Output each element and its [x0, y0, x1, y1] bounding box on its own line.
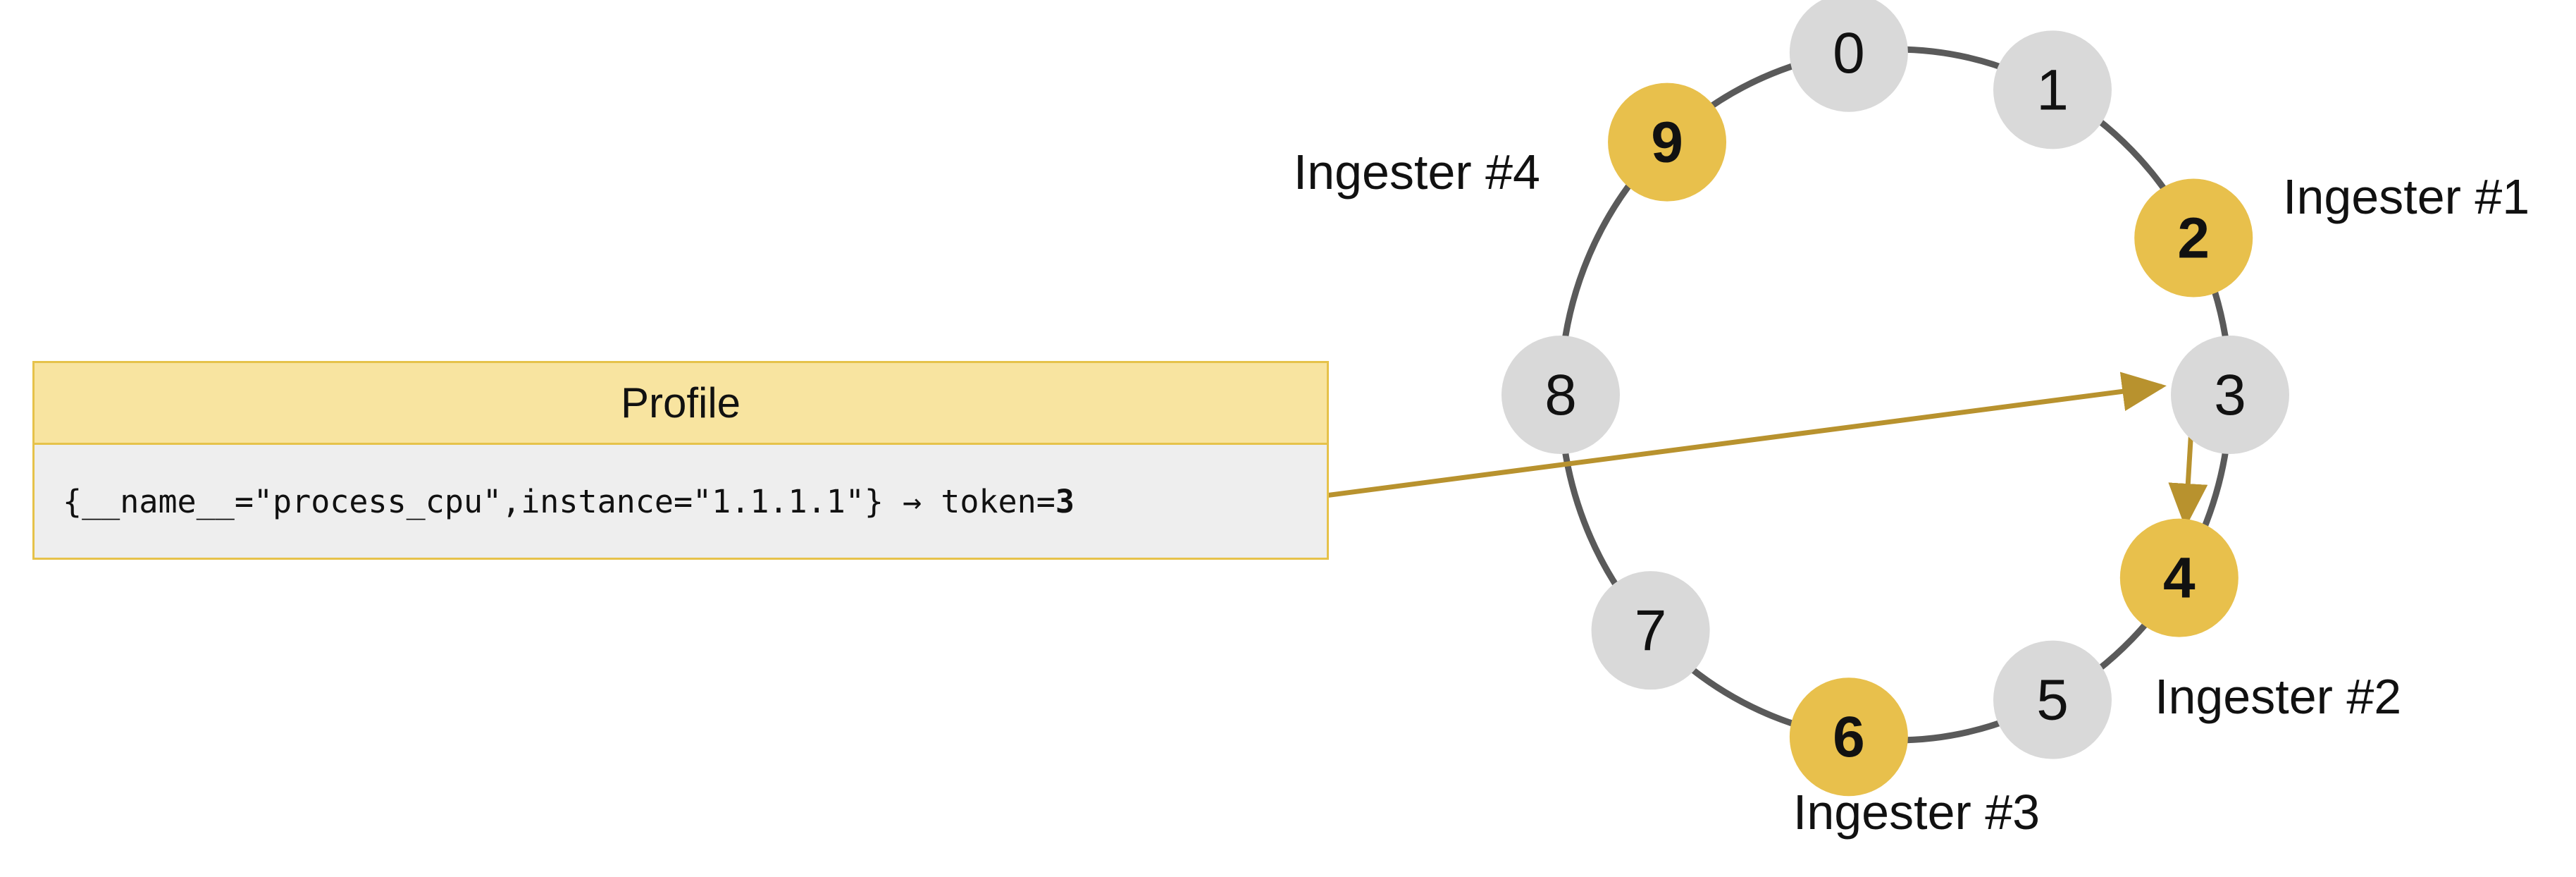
token-label: 5 — [2036, 668, 2069, 732]
token-node-3: 3 — [2171, 336, 2289, 454]
token-circle — [2119, 518, 2238, 637]
profile-token-value: 3 — [1055, 482, 1075, 520]
token-node-8: 8 — [1501, 336, 1620, 454]
token-label: 1 — [2036, 58, 2069, 122]
token-node-7: 7 — [1591, 571, 1710, 690]
ingester-label-2: Ingester #2 — [2155, 669, 2401, 724]
token-label: 8 — [1544, 363, 1577, 427]
token-circle — [1608, 82, 1727, 202]
token-circle — [1591, 571, 1710, 690]
token-node-2: 2 — [2134, 178, 2253, 298]
token-node-0: 0 — [1789, 0, 1908, 112]
token-label: 9 — [1651, 111, 1683, 175]
token-circle — [1789, 677, 1908, 797]
token-label: 6 — [1833, 705, 1865, 769]
token-node-9: 9 — [1608, 82, 1727, 202]
token-node-4: 4 — [2119, 518, 2238, 637]
token-circle — [1993, 30, 2112, 149]
profile-title: Profile — [35, 363, 1327, 445]
token-circle — [1501, 336, 1620, 454]
replication-arrow — [2168, 428, 2208, 528]
profile-box: Profile {__name__="process_cpu",instance… — [32, 361, 1329, 560]
token-node-6: 6 — [1789, 677, 1908, 797]
token-label: 4 — [2163, 546, 2196, 611]
token-node-1: 1 — [1993, 30, 2112, 149]
hash-arrow — [1276, 372, 2167, 505]
ingester-label-1: Ingester #1 — [2283, 169, 2529, 224]
token-circle — [2134, 178, 2253, 298]
token-circle — [1993, 640, 2112, 759]
token-label: 2 — [2177, 207, 2210, 271]
token-label: 3 — [2214, 363, 2246, 427]
token-label: 0 — [1833, 21, 1865, 85]
profile-labels: {__name__="process_cpu",instance="1.1.1.… — [35, 445, 1327, 558]
token-node-5: 5 — [1993, 640, 2112, 759]
token-circle — [1789, 0, 1908, 112]
token-circle — [2171, 336, 2289, 454]
ingester-label-3: Ingester #3 — [1793, 785, 2040, 840]
ingester-label-4: Ingester #4 — [1294, 145, 1540, 200]
profile-label-text: {__name__="process_cpu",instance="1.1.1.… — [63, 482, 1055, 520]
token-label: 7 — [1635, 599, 1667, 663]
